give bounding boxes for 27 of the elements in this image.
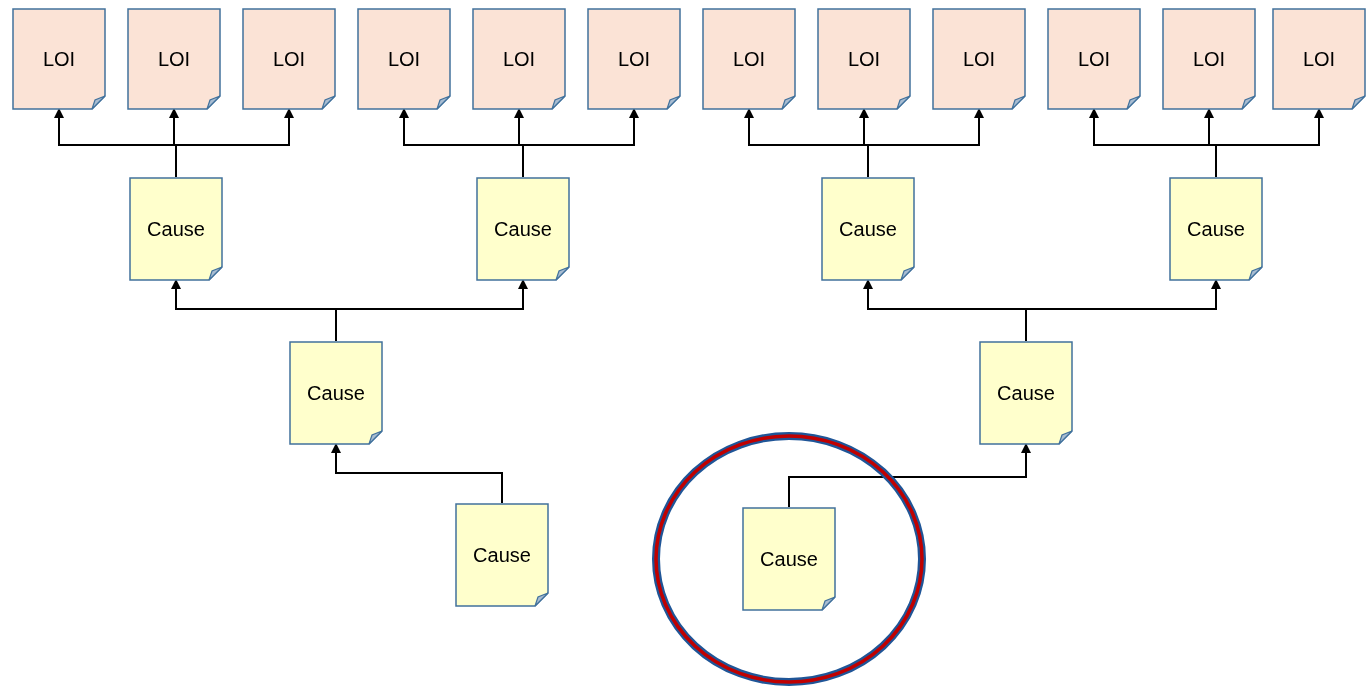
highlight-circle: [652, 432, 926, 686]
document-card: LOI: [127, 8, 221, 110]
document-card: Cause: [476, 177, 570, 281]
arrow: [788, 443, 1031, 508]
document-card: Cause: [742, 507, 836, 611]
arrow: [335, 279, 528, 342]
document-card: LOI: [1047, 8, 1141, 110]
document-card: Cause: [289, 341, 383, 445]
document-card: Cause: [1169, 177, 1263, 281]
document-card: LOI: [472, 8, 566, 110]
document-card: LOI: [1272, 8, 1366, 110]
document-card: LOI: [357, 8, 451, 110]
arrow: [867, 108, 984, 178]
document-card: LOI: [242, 8, 336, 110]
document-card: LOI: [702, 8, 796, 110]
document-card: LOI: [932, 8, 1026, 110]
document-card: Cause: [129, 177, 223, 281]
arrow: [175, 108, 294, 178]
arrow: [522, 108, 639, 178]
arrow: [331, 443, 503, 504]
document-card: Cause: [821, 177, 915, 281]
document-card: LOI: [12, 8, 106, 110]
document-card: LOI: [817, 8, 911, 110]
document-card: Cause: [455, 503, 549, 607]
document-card: LOI: [587, 8, 681, 110]
document-card: Cause: [979, 341, 1073, 445]
document-card: LOI: [1162, 8, 1256, 110]
